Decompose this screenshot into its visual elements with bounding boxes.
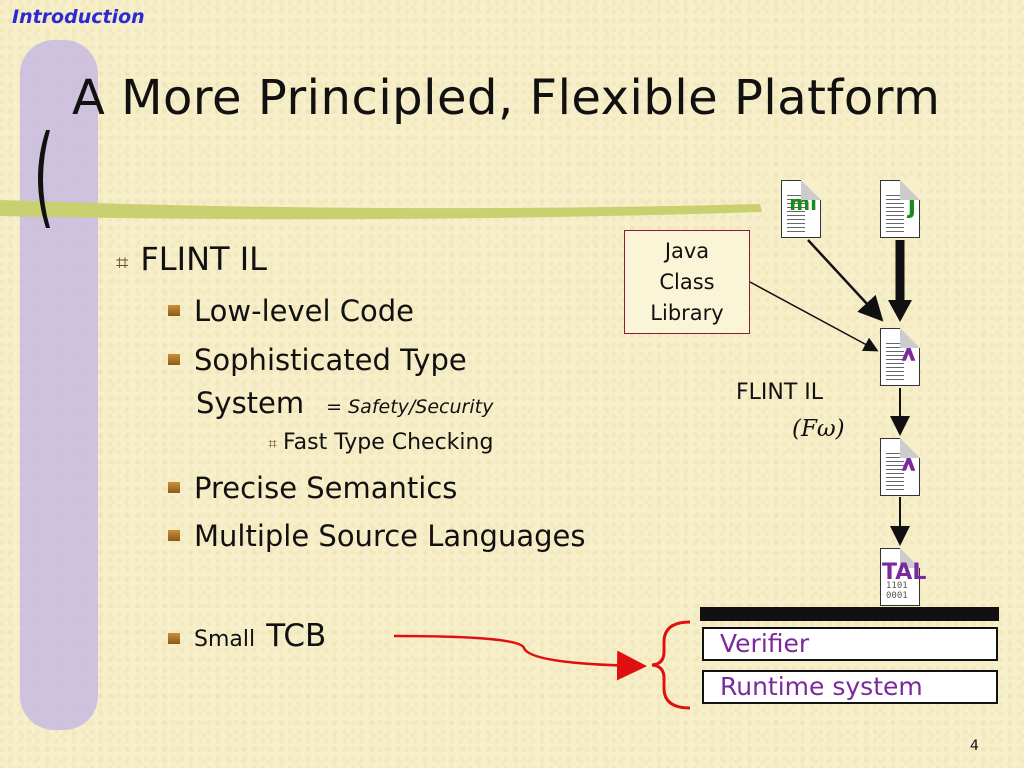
flint-il-diagram-label: FLINT IL: [736, 380, 824, 405]
bullet-square-icon: [168, 304, 180, 316]
section-label: Introduction: [12, 6, 145, 28]
page-number: 4: [970, 738, 979, 754]
bullet-sophisticated: Sophisticated Type: [168, 343, 467, 377]
ml-glyph: ml: [789, 191, 817, 215]
bullet-fast-type-checking: ⌗Fast Type Checking: [268, 430, 494, 455]
java-class-library-box: Java Class Library: [624, 230, 750, 334]
arrow-ml-to-lambda: [807, 239, 884, 322]
bullet-multiple: Multiple Source Languages: [168, 519, 585, 553]
tal-label: TAL: [882, 560, 927, 585]
bullet-precise: Precise Semantics: [168, 471, 457, 505]
flint-formula: (Fω): [792, 416, 845, 442]
bullet-square-icon: [168, 481, 180, 493]
bullet-square-icon: [168, 353, 180, 365]
red-arrow-tcb: [393, 634, 647, 681]
lambda-glyph: λ: [900, 339, 916, 367]
safety-note: = Safety/Security: [326, 396, 494, 418]
slide-title: A More Principled, Flexible Platform: [72, 70, 941, 126]
bullet-star-icon: ⌗: [116, 251, 129, 276]
platform-bar: [700, 607, 999, 621]
java-document-icon: j: [880, 180, 920, 238]
bullet-system: System= Safety/Security: [196, 386, 494, 420]
bullet-square-icon: [168, 529, 180, 541]
bullet-flint-il: ⌗FLINT IL: [116, 240, 267, 278]
arrow-library-to-lambda: [749, 281, 879, 352]
bullet-star-icon: ⌗: [268, 434, 278, 453]
black-swoosh: [38, 130, 50, 228]
runtime-system-layer: Runtime system: [702, 670, 998, 704]
lambda-document-icon-1: λ: [880, 328, 920, 386]
bullet-low-level: Low-level Code: [168, 294, 414, 328]
red-brace: [651, 620, 691, 710]
tal-bits: 1101 0001: [886, 581, 908, 601]
java-glyph: j: [907, 191, 916, 219]
bullet-small-tcb: Small TCB: [168, 618, 326, 654]
verifier-layer: Verifier: [702, 627, 998, 661]
lambda-glyph: λ: [900, 449, 916, 477]
ml-document-icon: ml: [781, 180, 821, 238]
arrowhead-java: [888, 300, 912, 322]
lambda-document-icon-2: λ: [880, 438, 920, 496]
tal-document-icon: 1101 0001: [880, 548, 920, 606]
bullet-square-icon: [168, 633, 180, 644]
horizontal-olive-bar: [0, 200, 762, 220]
